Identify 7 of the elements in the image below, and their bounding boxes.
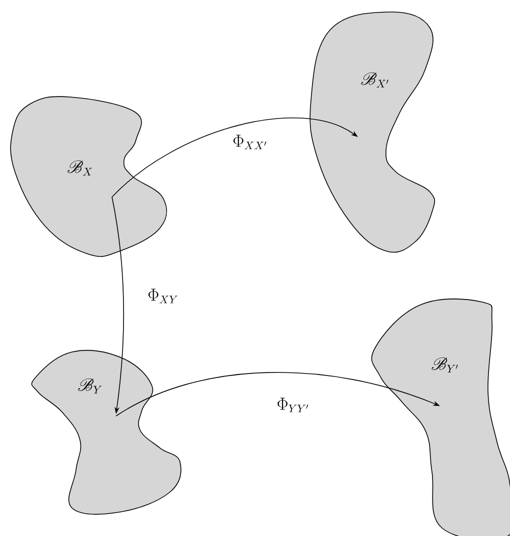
region-blob: $\mathscr{B}_Y$ bbox=[31, 350, 182, 515]
region-blob: $\mathscr{B}_{Y'}$ bbox=[371, 298, 510, 536]
edge-label: $\Phi_{XX'}$ bbox=[233, 134, 266, 150]
edge-label: $\Phi_{YY'}$ bbox=[278, 398, 308, 412]
region-blob: $\mathscr{B}_{X'}$ bbox=[310, 12, 436, 253]
region-blob: $\mathscr{B}_X$ bbox=[10, 96, 168, 257]
edge-label: $\Phi_{XY}$ bbox=[148, 288, 178, 304]
